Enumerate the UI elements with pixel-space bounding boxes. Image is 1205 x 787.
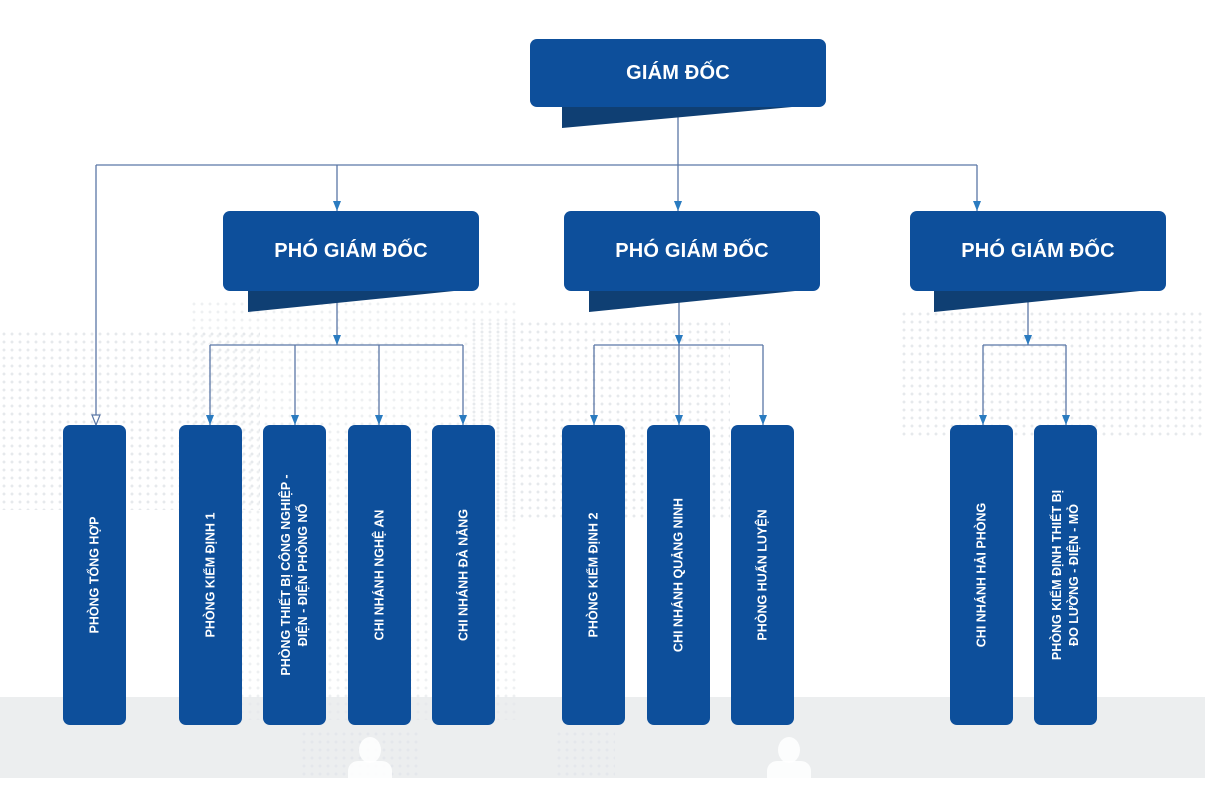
arrowhead-icon xyxy=(206,415,214,425)
arrowhead-icon xyxy=(675,335,683,345)
dept-chi-nhanh-hai-phong[interactable]: CHI NHÁNH HẢI PHÒNG xyxy=(950,425,1013,725)
arrowhead-icon xyxy=(590,415,598,425)
world-map-dots xyxy=(555,730,615,778)
dept-label: PHÒNG THIẾT BỊ CÔNG NGHIỆP - ĐIỆN - ĐIỆN… xyxy=(278,474,310,676)
deputy-director-box-1[interactable]: PHÓ GIÁM ĐỐC xyxy=(223,211,479,291)
arrowhead-icon xyxy=(333,335,341,345)
arrowhead-icon xyxy=(459,415,467,425)
arrowhead-icon xyxy=(973,201,981,211)
arrowhead-icon xyxy=(1024,335,1032,345)
deputy-director-label: PHÓ GIÁM ĐỐC xyxy=(274,239,428,262)
dept-phong-kiem-dinh-thiet-bi-do-luong[interactable]: PHÒNG KIỂM ĐỊNH THIẾT BỊ ĐO LƯỜNG - ĐIỆN… xyxy=(1034,425,1097,725)
dept-chi-nhanh-da-nang[interactable]: CHI NHÁNH ĐÀ NẴNG xyxy=(432,425,495,725)
dept-label: CHI NHÁNH HẢI PHÒNG xyxy=(974,502,988,648)
arrowhead-icon xyxy=(979,415,987,425)
arrowhead-icon xyxy=(91,414,101,427)
arrowhead-icon xyxy=(375,415,383,425)
dept-label: CHI NHÁNH QUẢNG NINH xyxy=(671,497,685,653)
deputy-director-box-2[interactable]: PHÓ GIÁM ĐỐC xyxy=(564,211,820,291)
deputy-director-box-3[interactable]: PHÓ GIÁM ĐỐC xyxy=(910,211,1166,291)
dept-chi-nhanh-quang-ninh[interactable]: CHI NHÁNH QUẢNG NINH xyxy=(647,425,710,725)
dept-label: PHÒNG HUẤN LUYỆN xyxy=(755,509,769,641)
dept-label: PHÒNG TỔNG HỢP xyxy=(87,516,101,634)
deputy-director-label: PHÓ GIÁM ĐỐC xyxy=(615,239,769,262)
deputy-director-label: PHÓ GIÁM ĐỐC xyxy=(961,239,1115,262)
dept-label: PHÒNG KIỂM ĐỊNH 1 xyxy=(203,512,217,638)
arrowhead-icon xyxy=(675,415,683,425)
dept-label: PHÒNG KIỂM ĐỊNH 2 xyxy=(586,512,600,638)
director-label: GIÁM ĐỐC xyxy=(626,61,730,84)
director-box[interactable]: GIÁM ĐỐC xyxy=(530,39,826,107)
dept-phong-thiet-bi-cong-nghiep[interactable]: PHÒNG THIẾT BỊ CÔNG NGHIỆP - ĐIỆN - ĐIỆN… xyxy=(263,425,326,725)
dept-phong-huan-luyen[interactable]: PHÒNG HUẤN LUYỆN xyxy=(731,425,794,725)
arrowhead-icon xyxy=(333,201,341,211)
dept-label: PHÒNG KIỂM ĐỊNH THIẾT BỊ ĐO LƯỜNG - ĐIỆN… xyxy=(1049,489,1081,661)
arrowhead-icon xyxy=(291,415,299,425)
dept-label: CHI NHÁNH NGHỆ AN xyxy=(372,509,386,641)
world-map-dots xyxy=(900,310,1205,440)
arrowhead-icon xyxy=(759,415,767,425)
arrowhead-icon xyxy=(674,201,682,211)
dept-phong-kiem-dinh-2[interactable]: PHÒNG KIỂM ĐỊNH 2 xyxy=(562,425,625,725)
dept-phong-tong-hop[interactable]: PHÒNG TỔNG HỢP xyxy=(63,425,126,725)
dept-chi-nhanh-nghe-an[interactable]: CHI NHÁNH NGHỆ AN xyxy=(348,425,411,725)
dept-phong-kiem-dinh-1[interactable]: PHÒNG KIỂM ĐỊNH 1 xyxy=(179,425,242,725)
dept-label: CHI NHÁNH ĐÀ NẴNG xyxy=(456,509,470,641)
arrowhead-icon xyxy=(1062,415,1070,425)
